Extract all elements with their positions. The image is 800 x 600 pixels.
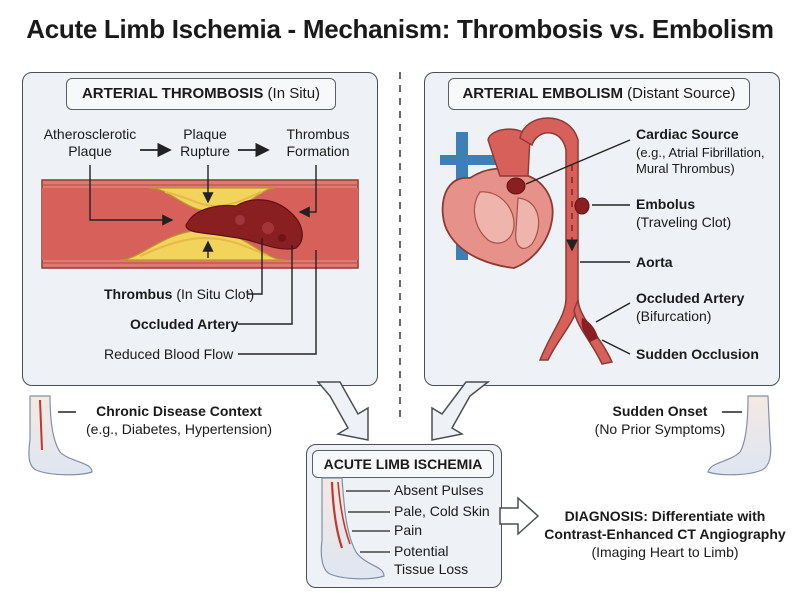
chronic-context-title: Chronic Disease Context	[96, 403, 262, 419]
ali-item-absent-pulses: Absent Pulses	[394, 482, 484, 498]
embolism-header-bold: ARTERIAL EMBOLISM	[462, 85, 623, 102]
sudden-occlusion-label: Sudden Occlusion	[636, 346, 759, 362]
aorta-label: Aorta	[636, 254, 673, 270]
ali-item-pain: Pain	[394, 522, 423, 538]
reduced-flow-label: Reduced Blood Flow	[104, 346, 234, 362]
thrombosis-header-rest: (In Situ)	[263, 85, 321, 102]
embolism-header-rest: (Distant Source)	[623, 85, 736, 102]
embolus-label: Embolus	[636, 196, 696, 212]
thrombus-label-rest: (In Situ Clot)	[172, 286, 255, 302]
occluded-artery-right-label: Occluded Artery	[636, 290, 745, 306]
diagnosis-line3: (Imaging Heart to Limb)	[591, 544, 739, 560]
thrombosis-header-bold: ARTERIAL THROMBOSIS	[81, 85, 264, 102]
cardiac-source-sub1: (e.g., Atrial Fibrillation,	[636, 145, 765, 160]
cardiac-source-sub2: Mural Thrombus)	[636, 161, 735, 176]
page-title: Acute Limb Ischemia - Mechanism: Thrombo…	[26, 14, 774, 44]
embolism-header: ARTERIAL EMBOLISM (Distant Source)	[448, 78, 750, 110]
step-plaque-rupture: Plaque Rupture	[180, 126, 230, 159]
thrombosis-header: ARTERIAL THROMBOSIS (In Situ)	[66, 78, 336, 110]
embolus-sub: (Traveling Clot)	[636, 214, 732, 230]
thrombus-label-bold: Thrombus	[104, 286, 173, 302]
sudden-onset-sub: (No Prior Symptoms)	[594, 421, 726, 437]
aorta-icon	[519, 117, 614, 365]
ali-header-text: ACUTE LIMB ISCHEMIA	[323, 456, 483, 472]
ali-to-diagnosis-arrow	[499, 496, 540, 536]
thrombosis-to-ali-arrow	[316, 381, 369, 441]
step-thrombus-formation: Thrombus Formation	[286, 126, 350, 159]
bifurcation-sub: (Bifurcation)	[636, 308, 712, 324]
chronic-leg-icon	[28, 395, 93, 476]
embolism-to-ali-arrow	[431, 381, 491, 441]
sudden-leg-icon	[707, 395, 772, 476]
ali-header: ACUTE LIMB ISCHEMIA	[312, 450, 494, 478]
occluded-artery-label: Occluded Artery	[130, 316, 239, 332]
diagnosis-line2: Contrast-Enhanced CT Angiography	[544, 526, 786, 542]
diagnosis-line1: DIAGNOSIS: Differentiate with	[564, 508, 766, 524]
ali-item-potential: Potential	[394, 543, 449, 559]
ali-leg-icon	[320, 477, 390, 580]
cardiac-source-label: Cardiac Source	[636, 126, 739, 142]
heart-icon	[440, 128, 554, 269]
chronic-context-sub: (e.g., Diabetes, Hypertension)	[86, 421, 272, 437]
thrombus-label: Thrombus (In Situ Clot)	[104, 286, 254, 303]
sudden-onset-title: Sudden Onset	[612, 403, 708, 419]
artery-section-icon	[41, 179, 359, 269]
ali-item-tissue-loss: Tissue Loss	[394, 561, 469, 577]
ali-item-pale-cold-skin: Pale, Cold Skin	[394, 503, 490, 519]
step-atherosclerotic-plaque: Atherosclerotic Plaque	[43, 126, 137, 159]
